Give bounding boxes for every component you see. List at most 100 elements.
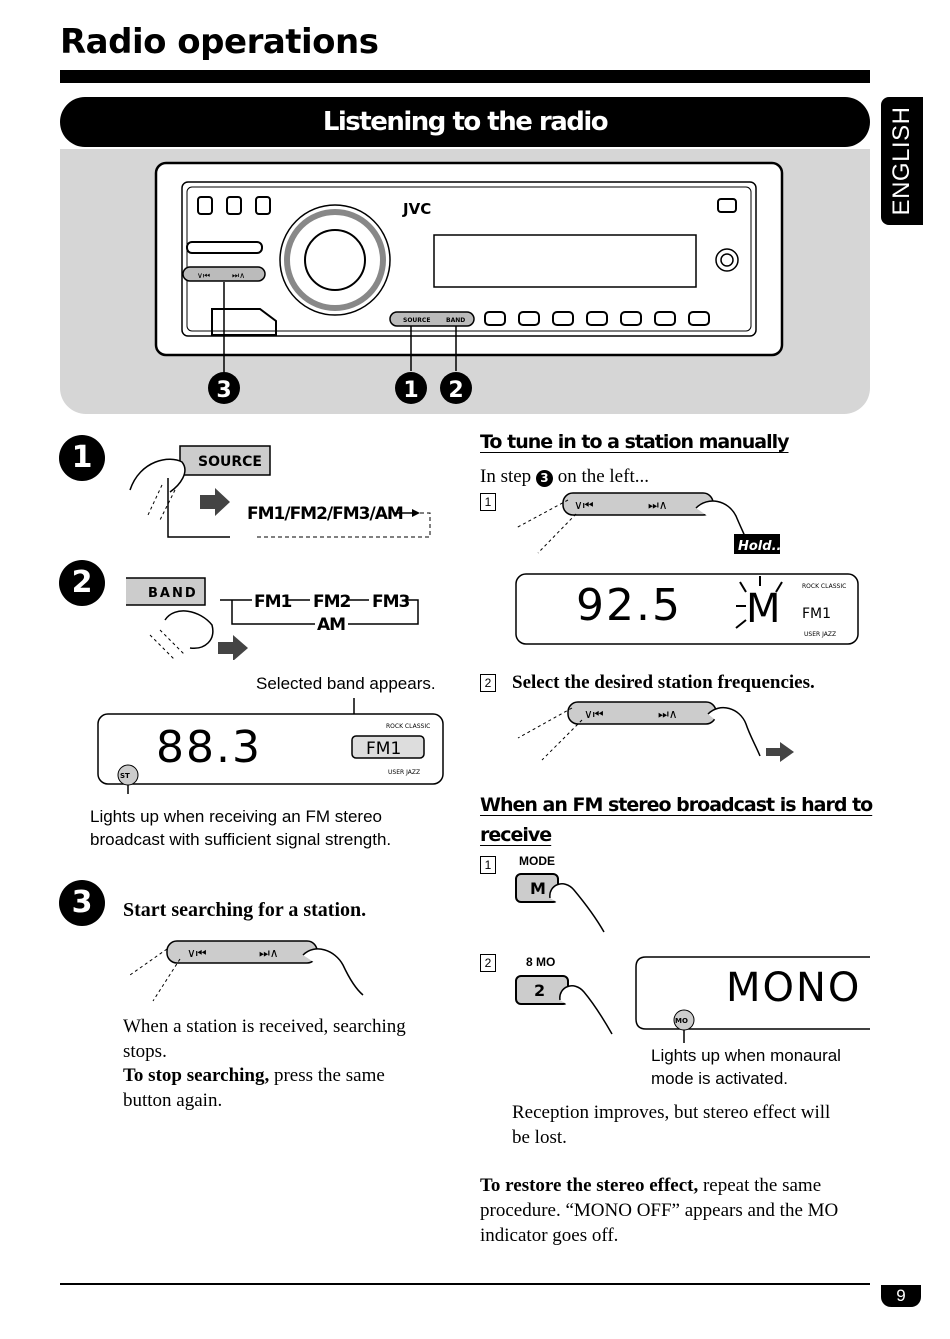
hold-label-box (734, 534, 780, 554)
source-button-label: SOURCE (403, 317, 430, 324)
page-title: Radio operations (60, 22, 379, 62)
manual-intro-step: 3 (535, 470, 553, 487)
band-loop-line-2 (231, 600, 315, 625)
radio-diagram-panel: JVC ∨⏮ ⏭∧ SOURCE BAND 3 1 2 (60, 149, 870, 414)
step-2-badge: 2 (59, 560, 105, 606)
brand-logo: JVC (402, 200, 431, 218)
press-arrow-icon-2 (218, 635, 248, 660)
blink-icon (735, 576, 783, 629)
manual-intro-post: on the left... (552, 466, 649, 487)
mo-finger-icon (559, 985, 613, 1035)
mode-button[interactable] (688, 311, 710, 326)
select-finger-icon (707, 706, 761, 757)
preset-button-2[interactable] (518, 311, 540, 326)
manual-select-illustration: ∨⏮ ⏭∧ (517, 701, 794, 762)
mode-finger-icon (549, 883, 605, 933)
lcd-band: FM1 (366, 739, 401, 759)
step-1-badge: 1 (59, 435, 105, 481)
stop-searching-bold: To stop searching, (123, 1065, 270, 1086)
callout-2-number: 2 (448, 378, 463, 403)
stereo-heading-line-1: When an FM stereo broadcast is hard to (480, 794, 873, 816)
stereo-heading-line-2: receive (480, 824, 552, 846)
lcd-frequency: 88.3 (156, 722, 262, 773)
manual-lcd-rock-classic: ROCK CLASSIC (802, 583, 846, 590)
release-button[interactable] (211, 308, 277, 336)
stereo-heading: When an FM stereo broadcast is hard to r… (480, 790, 873, 850)
mo-caption-line-2: mode is activated. (651, 1069, 789, 1088)
callout-3-number: 3 (216, 378, 231, 403)
finger-icon-3 (302, 948, 364, 996)
mode-label: MODE (519, 854, 555, 868)
hold-label: Hold.... (738, 539, 788, 554)
step-3-badge: 3 (59, 880, 105, 926)
eject-button[interactable] (717, 198, 737, 213)
source-button-text: SOURCE (198, 454, 262, 470)
manual-seek-forward: ⏭∧ (648, 498, 668, 512)
mo-key-text: 2 (534, 981, 545, 1000)
manual-lcd-frequency: 92.5 (576, 580, 682, 631)
lcd-band-highlight (351, 735, 425, 759)
sequence-arrowhead (412, 509, 420, 517)
radio-unit-illustration: JVC ∨⏮ ⏭∧ SOURCE BAND 3 1 2 (154, 161, 784, 404)
preset-button-6[interactable] (654, 311, 676, 326)
top-button-1[interactable] (197, 196, 213, 215)
manual-sub-1: 1 (480, 493, 496, 511)
mono-lcd-frame (635, 956, 870, 1030)
band-button-label: BAND (446, 317, 465, 324)
control-dial[interactable] (304, 229, 366, 291)
manual-lcd-m: M (746, 586, 781, 632)
mo-label: 8 MO (526, 955, 556, 969)
preset-button-1[interactable] (484, 311, 506, 326)
lcd-user-jazz: USER JAZZ (388, 769, 420, 776)
lcd-rock-classic: ROCK CLASSIC (386, 723, 430, 730)
seek-forward-icon: ⏭∧ (232, 271, 245, 280)
stop-searching-rest: press the same button again. (123, 1065, 385, 1111)
aux-jack-inner (720, 253, 734, 267)
band-button-graphic[interactable] (126, 577, 206, 606)
st-indicator-text: ST (120, 772, 130, 780)
lcd-display-mono: MONO MO (635, 956, 870, 1043)
step-3-heading: Start searching for a station. (123, 899, 367, 921)
lcd-display-fm: 88.3 FM1 ROCK CLASSIC USER JAZZ ST (97, 698, 444, 794)
lcd-frame (97, 713, 444, 785)
title-rule (60, 70, 870, 83)
restore-rest: repeat the same procedure. “MONO OFF” ap… (480, 1175, 839, 1246)
aux-jack (715, 248, 739, 272)
preset-button-4[interactable] (586, 311, 608, 326)
finger-icon (129, 458, 186, 493)
mo-caption-line-1: Lights up when monaural (651, 1046, 841, 1065)
seek-rocker[interactable] (182, 266, 266, 282)
step-3-text-2: To stop searching, press the same button… (123, 1063, 433, 1113)
preset-button-5[interactable] (620, 311, 642, 326)
seek-back-icon: ∨⏮ (197, 271, 210, 280)
language-tab-label: ENGLISH (888, 106, 915, 216)
mode-button-illustration: M (515, 873, 605, 933)
stereo-sub-1: 1 (480, 856, 496, 874)
flow-line (167, 478, 230, 538)
display-window (433, 234, 697, 288)
source-sequence: FM1/FM2/FM3/AM (247, 504, 403, 524)
preset-button-3[interactable] (552, 311, 574, 326)
band-seq-fm2: FM2 (313, 592, 351, 612)
press-arrow-icon (200, 488, 230, 516)
loop-back-line (255, 512, 431, 538)
select-motion-lines (517, 707, 583, 761)
stereo-sub-2: 2 (480, 954, 496, 972)
callout-1-number: 1 (403, 378, 418, 403)
band-button-text: BAND (148, 586, 198, 601)
st-caption-line-2: broadcast with sufficient signal strengt… (90, 830, 392, 849)
manual-intro: In step 3 on the left... (480, 464, 649, 489)
top-button-2[interactable] (226, 196, 242, 215)
manual-sub-2-text: Select the desired station frequencies. (512, 672, 815, 693)
source-band-buttons[interactable] (389, 311, 475, 327)
manual-sub-2: 2 (480, 674, 496, 692)
callout-1 (395, 372, 427, 404)
mo-caption: Lights up when monaural mode is activate… (651, 1044, 841, 1090)
st-caption: Lights up when receiving an FM stereo br… (90, 805, 391, 851)
top-button-3[interactable] (255, 196, 271, 215)
step-3-text-1: When a station is received, searching st… (123, 1016, 406, 1062)
band-seq-fm3: FM3 (372, 592, 410, 612)
manual-intro-pre: In step (480, 466, 536, 487)
mono-lcd-text: MONO (726, 965, 861, 1011)
finger-icon-2 (164, 610, 214, 649)
